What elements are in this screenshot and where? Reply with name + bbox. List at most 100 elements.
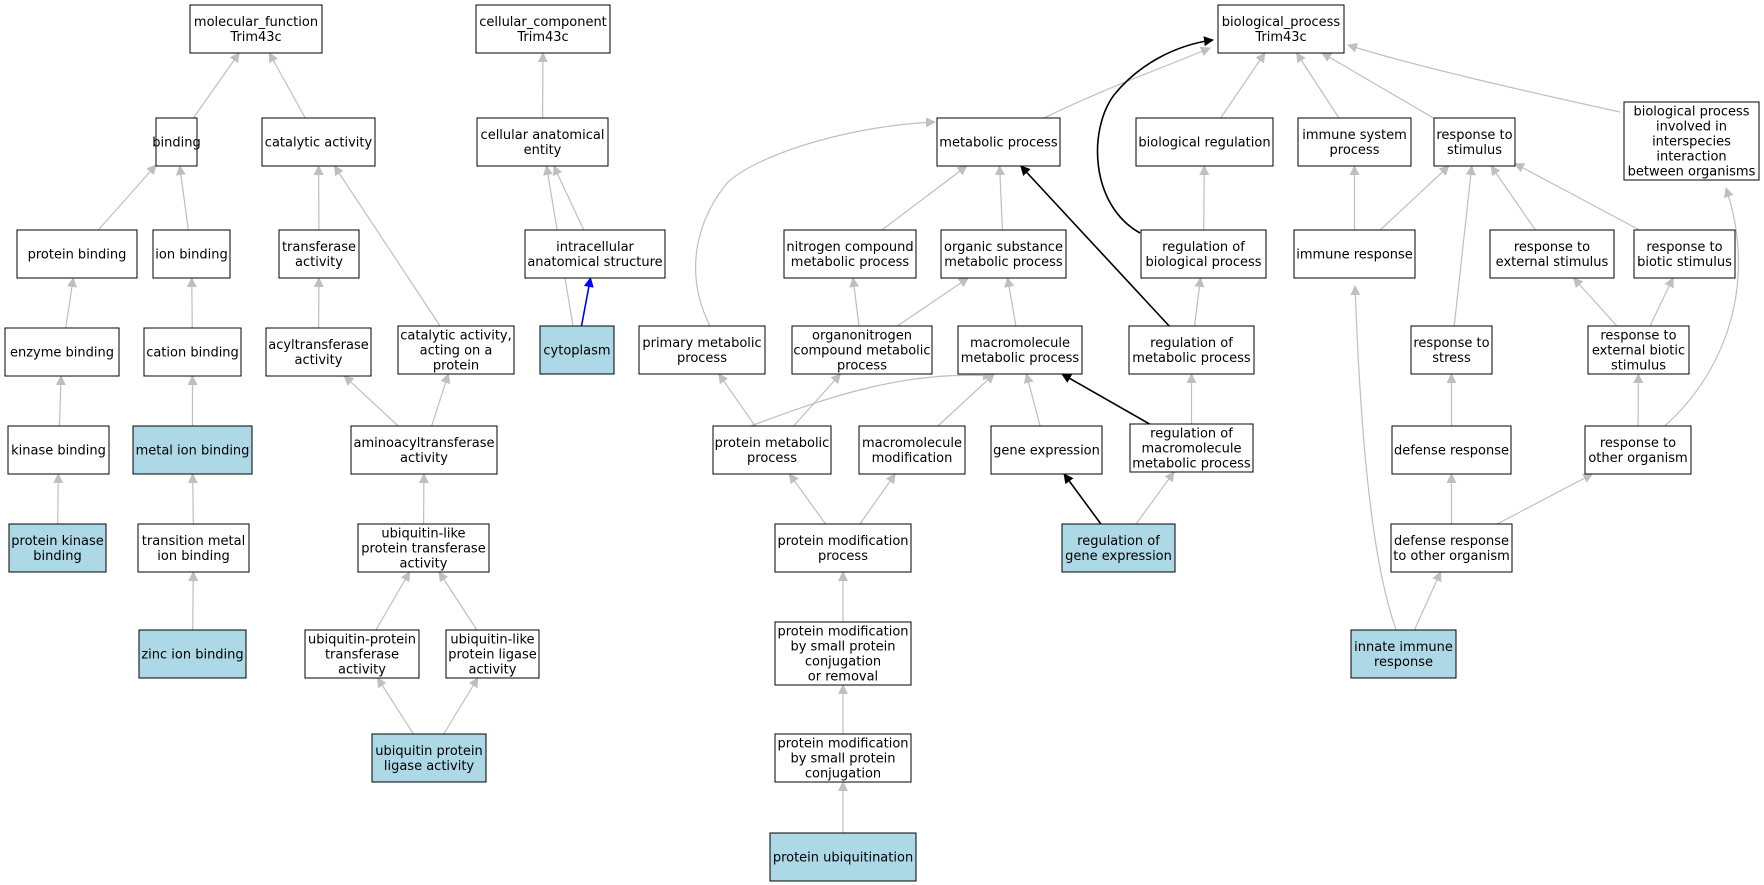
node-binding[interactable]: binding xyxy=(152,117,201,167)
node-box xyxy=(712,425,832,475)
edge-protmod-to-macromod xyxy=(859,473,896,525)
edge-nitrogen-to-metabolic xyxy=(881,165,968,231)
node-box xyxy=(774,733,912,783)
node-metabolic[interactable]: metabolic process xyxy=(936,117,1061,167)
node-label-line: catalytic activity, xyxy=(400,329,512,344)
node-immresp[interactable]: immune response xyxy=(1293,229,1416,279)
node-box xyxy=(990,425,1103,475)
edge-regmet-to-metabolic xyxy=(1020,165,1170,327)
node-label-line: macromolecule xyxy=(862,436,962,451)
node-label-line: process xyxy=(837,359,887,374)
node-box xyxy=(539,325,615,375)
node-box xyxy=(1584,425,1692,475)
node-catalytic[interactable]: catalytic activity xyxy=(261,117,376,167)
node-label-line: regulation of xyxy=(1162,240,1245,255)
node-defresp[interactable]: defense response xyxy=(1391,425,1512,475)
node-box xyxy=(152,229,231,279)
node-box xyxy=(1623,101,1760,181)
node-metalion[interactable]: metal ion binding xyxy=(132,425,253,475)
node-label-line: anatomical structure xyxy=(527,255,662,270)
node-box xyxy=(1433,117,1516,167)
node-box xyxy=(357,523,490,573)
node-ubiquitination[interactable]: protein ubiquitination xyxy=(769,832,917,882)
node-label-line: interaction xyxy=(1656,150,1726,165)
node-label-line: primary metabolic xyxy=(642,336,761,351)
edge-transmetal-to-metalion xyxy=(187,473,198,525)
edge-macromod-to-macromet xyxy=(937,373,995,427)
node-label-line: protein modification xyxy=(777,534,908,549)
edge-resporg-to-interspecies xyxy=(1659,187,1740,431)
node-label-line: modification xyxy=(872,451,953,466)
node-label-line: regulation of xyxy=(1077,534,1160,549)
node-protbind[interactable]: protein binding xyxy=(16,229,138,279)
node-label-line: transferase xyxy=(325,648,399,663)
node-box xyxy=(1410,325,1493,375)
edge-protkin-to-kinbind xyxy=(53,473,64,525)
node-box xyxy=(475,4,611,54)
node-label-line: acyltransferase xyxy=(268,338,369,353)
node-label-line: response to xyxy=(1600,329,1676,344)
node-cationbind[interactable]: cation binding xyxy=(143,327,242,377)
edge-catalytic-to-mf xyxy=(268,52,306,119)
node-kinbind[interactable]: kinase binding xyxy=(7,425,110,475)
edge-regbio-to-bp xyxy=(1096,36,1214,234)
node-geneexp[interactable]: gene expression xyxy=(990,425,1103,475)
node-label-line: metabolic process xyxy=(1132,457,1251,472)
node-zinc[interactable]: zinc ion binding xyxy=(138,629,247,679)
node-box xyxy=(791,325,933,375)
node-box xyxy=(371,733,487,783)
node-cytoplasm[interactable]: cytoplasm xyxy=(539,325,615,375)
edge-protmet-to-macromet xyxy=(739,370,993,431)
node-enzbind[interactable]: enzyme binding xyxy=(4,327,120,377)
edge-respextbiotic-to-respext xyxy=(1572,277,1618,327)
node-label-line: ion binding xyxy=(155,248,227,263)
node-label-line: protein modification xyxy=(777,625,908,640)
node-label-line: innate immune xyxy=(1354,640,1453,655)
node-label-line: zinc ion binding xyxy=(141,648,243,663)
node-label-line: biological regulation xyxy=(1138,136,1270,151)
node-label-line: biological process xyxy=(1633,105,1749,120)
node-bioreg[interactable]: biological regulation xyxy=(1135,117,1274,167)
node-label-line: involved in xyxy=(1656,120,1727,135)
node-ionbind[interactable]: ion binding xyxy=(152,229,231,279)
